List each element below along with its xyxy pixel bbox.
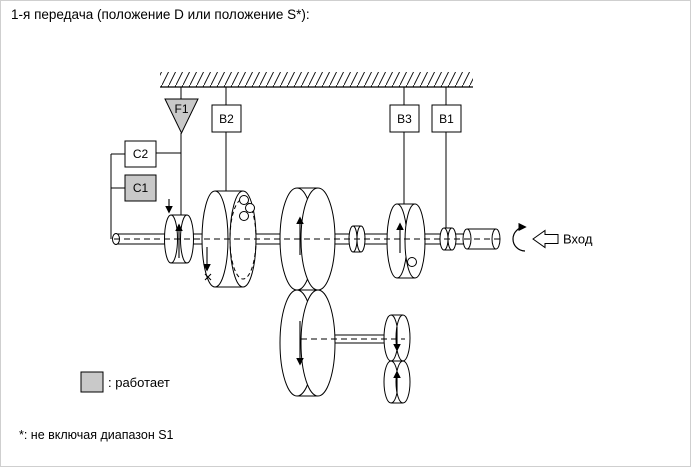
input-rotation-arrow-icon xyxy=(512,222,527,252)
legend-active-swatch xyxy=(80,371,104,393)
f1-symbol xyxy=(164,98,199,135)
legend: : работает xyxy=(80,371,170,393)
c1-active-box xyxy=(124,174,157,202)
c1-label: C1 xyxy=(133,181,149,195)
chain-icon xyxy=(239,195,255,221)
f1-label: F1 xyxy=(174,102,188,116)
connector-lines xyxy=(110,87,447,239)
brake-b2: B2 xyxy=(211,104,242,133)
one-way-clutch-f1: F1 xyxy=(164,98,199,135)
clutch-c1: C1 xyxy=(124,174,157,202)
brake-b1: B1 xyxy=(431,104,462,133)
input-label: Вход xyxy=(563,232,593,247)
clutch-c2: C2 xyxy=(124,140,157,168)
legend-label: : работает xyxy=(108,375,170,390)
b2-label: B2 xyxy=(219,112,234,126)
footnote: *: не включая диапазон S1 xyxy=(19,428,174,442)
brake-b3: B3 xyxy=(389,104,420,133)
page-title: 1-я передача (положение D или положение … xyxy=(11,7,310,22)
b3-label: B3 xyxy=(397,112,412,126)
c2-label: C2 xyxy=(133,147,149,161)
b1-label: B1 xyxy=(439,112,454,126)
rotation-arrows xyxy=(165,199,404,395)
one-way-clutch-drum xyxy=(164,214,194,264)
output-shaft xyxy=(335,334,392,344)
ring-gear-drum xyxy=(279,187,336,291)
counter-gear xyxy=(279,289,336,397)
fixed-support-hatch xyxy=(160,72,473,88)
input-direction-arrow-icon xyxy=(532,229,559,249)
rear-drum xyxy=(386,203,426,279)
